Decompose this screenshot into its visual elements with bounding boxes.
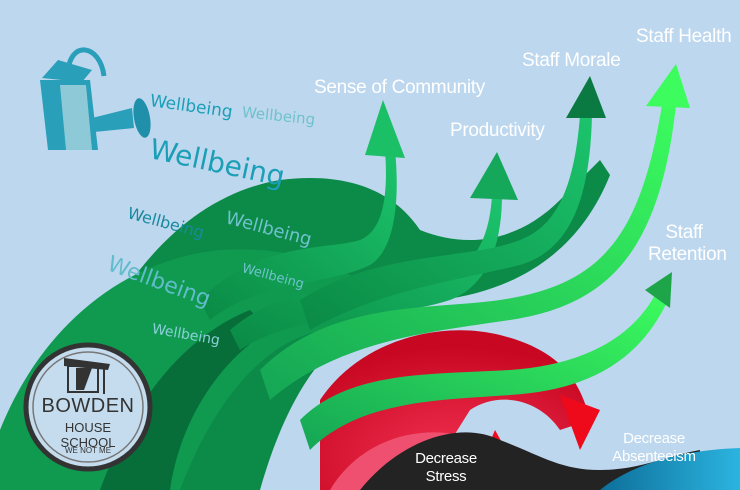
arrowhead-health bbox=[646, 64, 690, 108]
logo-motto: WE NOT ME bbox=[64, 446, 112, 455]
label-productivity: Productivity bbox=[450, 120, 545, 141]
arrow-stem-health bbox=[260, 105, 676, 400]
green-wave-dark-edge bbox=[100, 310, 270, 490]
arrow-stem-retention bbox=[300, 295, 668, 450]
watering-can-icon bbox=[40, 47, 151, 150]
label-decrease-absenteeism: Decrease Absenteeism bbox=[604, 430, 704, 466]
arrowhead-community bbox=[365, 100, 405, 158]
label-decrease-stress: Decrease Stress bbox=[406, 450, 486, 486]
label-sense-of-community: Sense of Community bbox=[314, 77, 485, 98]
label-decrease-absenteeism-line2: Absenteeism bbox=[612, 448, 696, 465]
arrow-stem-morale bbox=[300, 115, 592, 330]
logo-name-line1: BOWDEN bbox=[41, 395, 135, 417]
logo-name-line2: HOUSE SCHOOL bbox=[60, 420, 116, 450]
arrow-stem-productivity bbox=[230, 195, 502, 350]
label-decrease-stress-line1: Decrease bbox=[415, 450, 477, 467]
label-staff-morale: Staff Morale bbox=[522, 50, 621, 71]
label-staff-retention-line1: Staff bbox=[665, 222, 703, 243]
arrow-stem-community bbox=[200, 150, 397, 320]
arrowhead-retention bbox=[645, 272, 672, 308]
label-staff-retention-line2: Retention bbox=[648, 244, 727, 265]
label-staff-health: Staff Health bbox=[636, 26, 732, 47]
blue-wave bbox=[600, 448, 740, 490]
label-decrease-stress-line2: Stress bbox=[425, 468, 467, 485]
label-decrease-absenteeism-line1: Decrease bbox=[623, 430, 685, 447]
arrowhead-morale bbox=[566, 76, 606, 118]
red-arrow-absenteeism bbox=[560, 395, 600, 450]
arrowhead-productivity bbox=[470, 152, 518, 200]
school-logo bbox=[23, 342, 153, 472]
black-hill bbox=[360, 432, 700, 490]
label-staff-retention: Staff Retention bbox=[648, 222, 727, 266]
